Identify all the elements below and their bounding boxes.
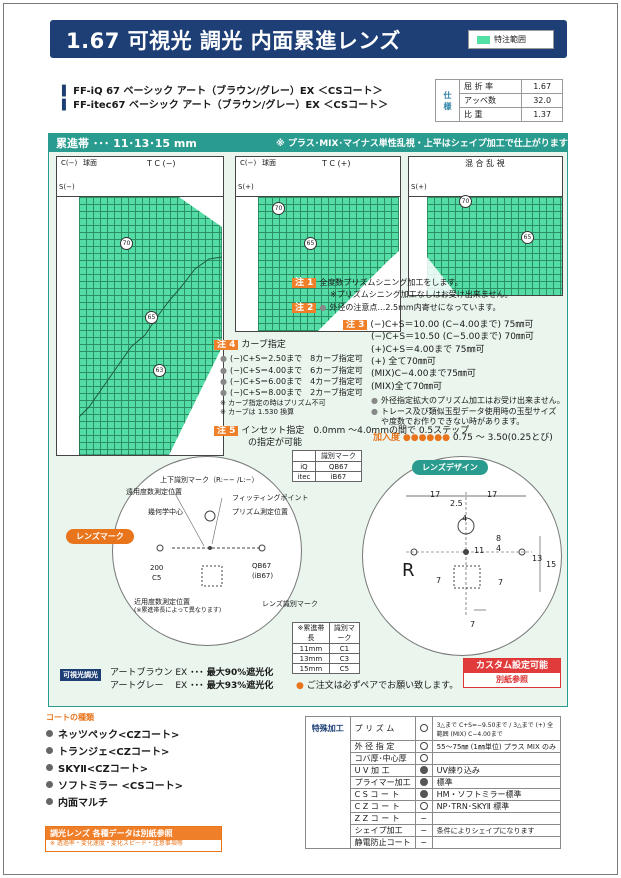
photo-row-2: アートグレー EX ･･･ 最大93%遮光化 [110,681,274,691]
pair-note: ● ご注文は必ずペアでお願い致します。 [296,681,459,691]
page-frame [3,3,618,875]
legend-label: 特注範囲 [494,35,526,44]
lens-label-fitting: フィッティングポイント [232,494,309,502]
lens-mark-label: レンズマーク [66,529,134,544]
legend-box: 特注範囲 [468,30,554,49]
lens-label-far: 遠用度数測定位置 [126,488,182,496]
chart-index-65: 65 [521,231,534,244]
dim-2-5: 2.5 [450,499,463,508]
lens-label-geo: 幾何学中心 [148,508,183,516]
dim-4: 4 [462,514,468,523]
photo-row-1: アートブラウン EX ･･･ 最大90%遮光化 [110,668,274,678]
dim-13: 13 [532,554,543,563]
chart-mixed: 混 合 乱 視 S(+) 70 65 [408,156,563,296]
chart-index-65: 65 [304,237,317,250]
lens-left-code: 200 [150,564,164,572]
chart-grid [258,197,399,331]
chart-boundaries [79,197,222,455]
lens-design-drawing [406,492,541,616]
product-line-2: ▌ FF-itec67 ベーシック アート（ブラウン/グレー）EX ＜CSコート… [62,100,389,111]
lens-left-sub: C5 [152,574,162,582]
legend-swatch [477,36,490,44]
bottom-note-box: 調光レンズ 各種データは別紙参照 ※ 透過率・変化速度・変化スピード・注意事項等 [45,826,222,852]
coat-list: ネッツペック<CZコート> トランジェ<CZコート> SKYⅡ<CZコート> ソ… [46,726,183,809]
lens-design-circle [362,456,562,656]
coat-title: コートの種類 [46,713,94,722]
chart-tc-plus: C(−) 球面 T C (+) S(+) 70 65 [235,156,401,332]
note-5-sub: の指定が可能 [248,438,303,448]
chart-boundaries [318,197,399,331]
dim-7a: 7 [436,576,442,585]
lens-design-label: レンズデザイン [412,460,488,475]
lens-label-prism: プリズム測定位置 [232,508,288,516]
dim-17-left: 17 [430,490,441,499]
dim-7c: 7 [470,620,476,629]
note-3: 注 3(−)C+S＝10.00 (C−4.00まで) 75㎜可 (−)C+S＝1… [343,320,565,443]
special-processing-table: 特殊加工 プ リ ズ ム 3△まで C+S=−9.50まで / 3△まで (+)… [305,716,562,849]
note-1-sub: ※プリズムシニング加工なしはお受け出来ません。 [330,290,513,299]
lens-label-near: 近用度数測定位置 [134,598,190,606]
chart-grid [427,197,562,295]
dim-15: 15 [546,560,557,569]
chart-index-65: 65 [145,311,158,324]
chart-index-63: 63 [153,364,166,377]
header-bar: 1.67 可視光 調光 内面累進レンズ 特注範囲 [50,20,567,58]
lens-right-code: QB67 [252,562,272,570]
lens-mark-circle [112,456,302,646]
note-2: 注 2●外径の注意点…2.5mm内寄せになっています。 [292,303,501,314]
dim-11: 11 [474,546,485,555]
photochromic-tag: 可視光調光 [60,669,101,681]
lens-label-id: レンズ識別マーク [262,600,318,608]
dim-8: 8 [496,534,502,543]
custom-box: カスタム設定可能 別紙参照 [463,658,561,688]
lens-mark-drawing [156,487,266,587]
section-band: 累進帯 ･･･ 11･13･15 mm ※ プラス･MIX･マイナス単性乱視・上… [48,133,568,151]
page-title: 1.67 可視光 調光 内面累進レンズ [66,29,401,53]
lens-right-sub: (iB67) [252,572,274,580]
chart-tc-minus: C(−) 球面 T C (−) S(−) 70 65 63 [56,156,224,456]
dim-4b: 4 [496,544,502,553]
dim-7b: 7 [498,578,504,587]
chart-index-70: 70 [459,195,472,208]
chart-boundaries [427,197,457,295]
product-line-1: ▌ FF-iQ 67 ベーシック アート（ブラウン/グレー）EX ＜CSコート＞ [62,86,383,97]
lens-label-near-sub: (※累進帯長によって異なります) [134,607,222,614]
dim-17-right: 17 [487,490,498,499]
lens-label-updown: 上下識別マーク（R:−− /L:−） [160,476,259,484]
chart-index-70: 70 [120,237,133,250]
lens-right-letter: R [402,560,415,581]
chart-index-70: 70 [272,202,285,215]
